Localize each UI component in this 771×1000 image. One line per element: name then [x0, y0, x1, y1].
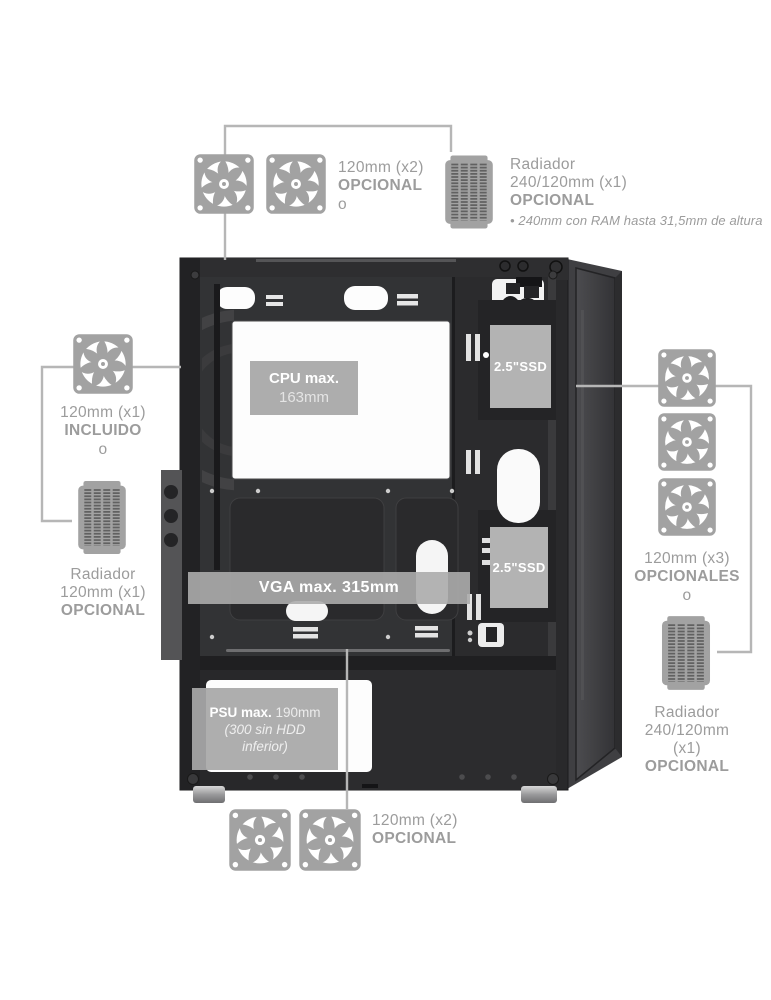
radiator-qty-label: (x1) — [673, 740, 701, 757]
or-separator: o — [98, 441, 108, 458]
side-panel — [567, 259, 622, 789]
standoff-dots — [209, 488, 473, 643]
radiator-status-label: OPCIONAL — [644, 758, 730, 775]
top-panel-buttons — [499, 260, 563, 274]
radiator-icon — [445, 155, 493, 228]
cpu-clearance-label: CPU max. 163mm — [250, 361, 358, 415]
fan-status-label: INCLUIDO — [64, 422, 142, 439]
fan-icon — [229, 809, 291, 871]
radiator-size-label: 240/120mm — [644, 722, 730, 739]
radiator-title: Radiador — [510, 156, 576, 173]
fan-status-label: OPCIONAL — [372, 830, 457, 847]
radiator-status-label: OPCIONAL — [510, 192, 595, 209]
tick-marks — [466, 334, 481, 620]
fan-icon — [299, 809, 361, 871]
fan-status-label: OPCIONAL — [338, 177, 423, 194]
left-radiator-annotation: Radiador 120mm (x1) OPCIONAL — [40, 566, 166, 620]
cpu-clearance-title: CPU max. — [268, 370, 340, 387]
fan-icon — [658, 349, 716, 407]
right-fans-annotation: 120mm (x3) OPCIONALES o — [624, 550, 750, 605]
psu-clearance-title: PSU max. — [209, 704, 272, 720]
case-feet — [193, 786, 557, 803]
fan-status-label: OPCIONALES — [634, 568, 740, 585]
psu-clearance-value: 190mm — [275, 704, 321, 720]
vga-clearance-label: VGA max. 315mm — [188, 572, 470, 604]
front-included-fan — [202, 284, 234, 570]
radiator-size-label: 240/120mm (x1) — [510, 174, 628, 191]
fan-size-label: 120mm (x2) — [372, 812, 458, 829]
right-radiator-annotation: Radiador 240/120mm (x1) OPCIONAL — [624, 704, 750, 776]
psu-clearance-label: PSU max. 190mm (300 sin HDD inferior) — [192, 688, 338, 770]
ssd-mount-label-lower: 2.5"SSD — [490, 527, 548, 608]
fan-size-label: 120mm (x2) — [338, 159, 424, 176]
radiator-size-label: 120mm (x1) — [60, 584, 146, 601]
top-radiator-annotation: Radiador 240/120mm (x1) OPCIONAL • 240mm… — [510, 156, 763, 230]
io-bracket — [467, 623, 504, 647]
fan-icon — [73, 334, 133, 394]
cable-slot — [497, 449, 540, 523]
fan-icon — [658, 478, 716, 536]
cpu-clearance-value: 163mm — [278, 389, 330, 406]
or-separator: o — [338, 196, 347, 213]
fan-size-label: 120mm (x1) — [60, 404, 146, 421]
top-fans-annotation: 120mm (x2) OPCIONAL o — [338, 159, 424, 214]
fan-size-label: 120mm (x3) — [644, 550, 730, 567]
radiator-note: • 240mm con RAM hasta 31,5mm de altura — [510, 213, 763, 228]
psu-clearance-note: (300 sin HDD inferior) — [224, 721, 306, 754]
ssd-mount-tabs — [482, 538, 491, 565]
fan-icon — [194, 154, 254, 214]
radiator-status-label: OPCIONAL — [60, 602, 146, 619]
radiator-title: Radiador — [654, 704, 720, 721]
ssd-mount-label-upper: 2.5"SSD — [490, 325, 551, 408]
radiator-title: Radiador — [70, 566, 136, 583]
or-separator: o — [682, 587, 692, 604]
radiator-icon — [662, 616, 710, 690]
front-io-bracket — [161, 470, 182, 660]
fan-icon — [266, 154, 326, 214]
grommet — [286, 601, 328, 621]
radiator-icon — [78, 481, 126, 554]
chassis-screws — [187, 270, 559, 785]
left-fan-annotation: 120mm (x1) INCLUIDO o — [40, 404, 166, 459]
fan-icon — [658, 413, 716, 471]
vent-marks-bottom — [293, 626, 438, 639]
bottom-fans-annotation: 120mm (x2) OPCIONAL — [372, 812, 458, 848]
psu-clearance-line: PSU max. 190mm — [209, 704, 320, 721]
vent-marks-top — [266, 294, 418, 306]
